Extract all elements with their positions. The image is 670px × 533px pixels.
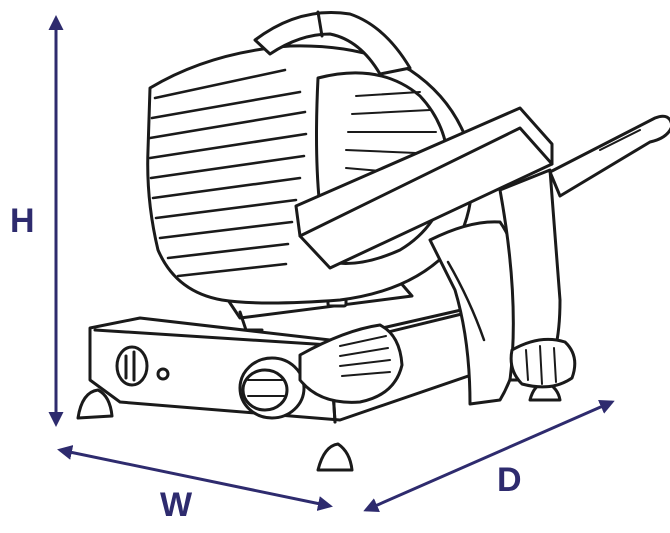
power-knob [115,345,149,387]
carriage-knob [509,337,577,389]
width-arrow [57,445,333,511]
pusher-column [498,168,562,382]
guard-ribs [148,68,308,278]
height-label: H [10,202,35,240]
guard-top-handle [253,10,412,76]
dimension-lines [48,15,615,513]
foot-front-right [316,442,354,472]
carriage-handle [548,114,670,198]
width-label: W [160,486,193,524]
depth-arrow [363,399,615,513]
slicer-illustration [76,10,670,472]
depth-label: D [497,461,522,499]
motor-housing [298,323,404,404]
foot-front-left [76,388,114,420]
